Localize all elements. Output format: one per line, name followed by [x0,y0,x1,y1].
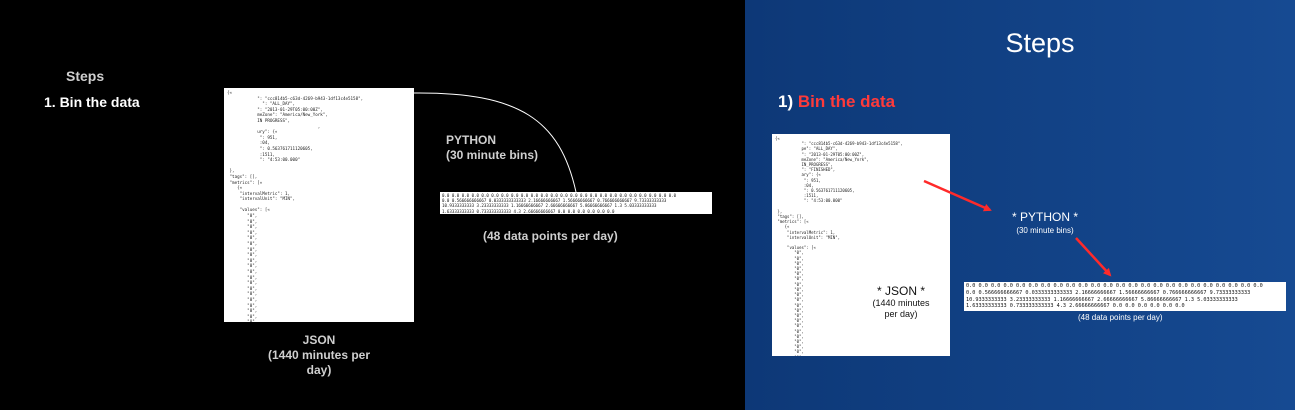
json-preview-text: {« ": "ccc814b5-c63d-4269-b943-1df13c4e5… [227,90,364,322]
binned-values-strip-right: 0.0 0.0 0.0 0.0 0.0 0.0 0.0 0.0 0.0 0.0 … [964,282,1286,311]
python-label: PYTHON (30 minute bins) [446,133,538,163]
json-label-right: * JSON * (1440 minutes per day) [866,285,936,320]
json-preview-card-right: {« ": "ccc814b5-c63d-4269-b943-1df13c4e5… [772,134,950,356]
json-label: JSON (1440 minutes per day) [256,333,382,378]
json-title-right: * JSON * [876,284,925,298]
step-1-text: Bin the data [797,92,896,111]
json-subtitle-right: (1440 minutes per day) [872,298,930,319]
json-preview-text-right: {« ": "ccc814b5-c63d-4269-b943-1df13c4e5… [775,136,903,356]
step-1-label-right: 1) Bin the data [778,92,895,112]
binned-values-strip: 0.0 0.0 0.0 0.0 0.0 0.0 0.0 0.0 0.0 0.0 … [440,192,712,214]
python-title: PYTHON [446,133,497,147]
python-subtitle-right: (30 minute bins) [1016,226,1074,235]
json-subtitle: (1440 minutes per day) [267,348,371,377]
step-1-number: 1) [778,92,798,111]
python-title-right: * PYTHON * [1011,210,1078,224]
python-subtitle: (30 minute bins) [446,148,539,162]
points-per-day-label-right: (48 data points per day) [1078,313,1163,322]
json-title: JSON [302,333,336,347]
step-1-label: 1. Bin the data [44,94,140,110]
json-preview-card: {« ": "ccc814b5-c63d-4269-b943-1df13c4e5… [224,88,414,322]
python-label-right: * PYTHON * (30 minute bins) [990,210,1100,235]
steps-heading: Steps [66,68,105,84]
steps-heading-right: Steps [1005,28,1075,58]
points-per-day-label: (48 data points per day) [483,229,618,243]
